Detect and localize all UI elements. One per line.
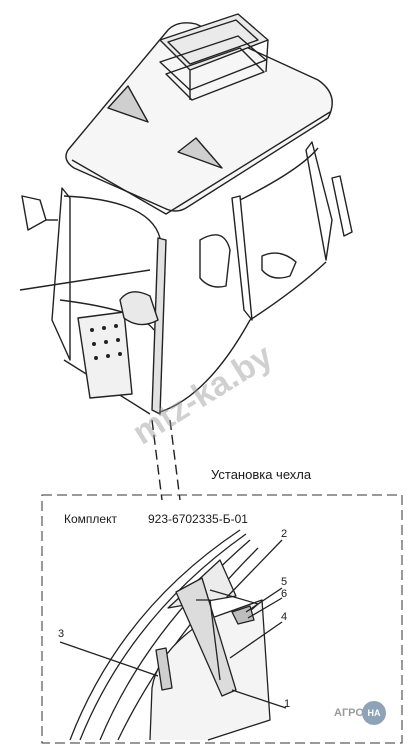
kit-part-number: 923-6702335-Б-01	[148, 512, 248, 526]
cab-edge-arc	[69, 529, 241, 741]
logo-text: АГРО	[334, 707, 364, 719]
callout-5: 5	[281, 576, 288, 588]
kit-label: Комплект	[64, 512, 117, 526]
logo-badge: НА	[362, 701, 386, 725]
callout-6: 6	[281, 588, 288, 600]
callout-1: 1	[284, 698, 291, 710]
callout-2: 2	[281, 528, 288, 540]
agro-logo: АГРО НА	[334, 701, 398, 727]
caption-cover-installation: Установка чехла	[211, 467, 312, 482]
rear-panel	[77, 311, 133, 399]
callout-3: 3	[58, 628, 65, 640]
callout-4: 4	[281, 611, 288, 623]
